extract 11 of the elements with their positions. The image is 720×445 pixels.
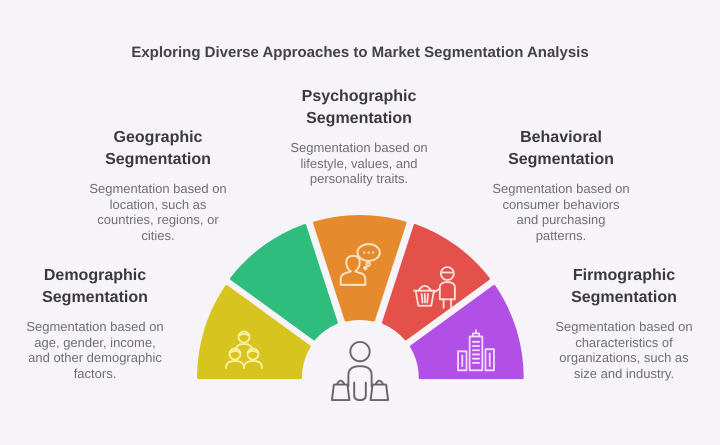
segment-description: Segmentation based on lifestyle, values, and personality traits.: [289, 140, 429, 187]
segment-heading: Demographic Segmentation: [41, 266, 149, 308]
segment-heading: Firmographic Segmentation: [570, 266, 678, 308]
diagram-title: Exploring Diverse Approaches to Market Segmentation Analysis: [131, 43, 589, 63]
segment-description: Segmentation based on age, gender, income, and other demographic factors.: [25, 319, 165, 382]
segment-description: Segmentation based on consumer behaviors and purchasing patterns.: [491, 181, 631, 244]
segment-heading: Geographic Segmentation: [104, 128, 212, 170]
segment-heading: Behavioral Segmentation: [507, 128, 615, 170]
segment-heading: Psychographic Segmentation: [300, 87, 418, 129]
segment-description: Segmentation based on characteristics of organizations, such as size and industry.: [554, 319, 694, 382]
segment-description: Segmentation based on location, such as countries, regions, or cities.: [88, 181, 228, 244]
